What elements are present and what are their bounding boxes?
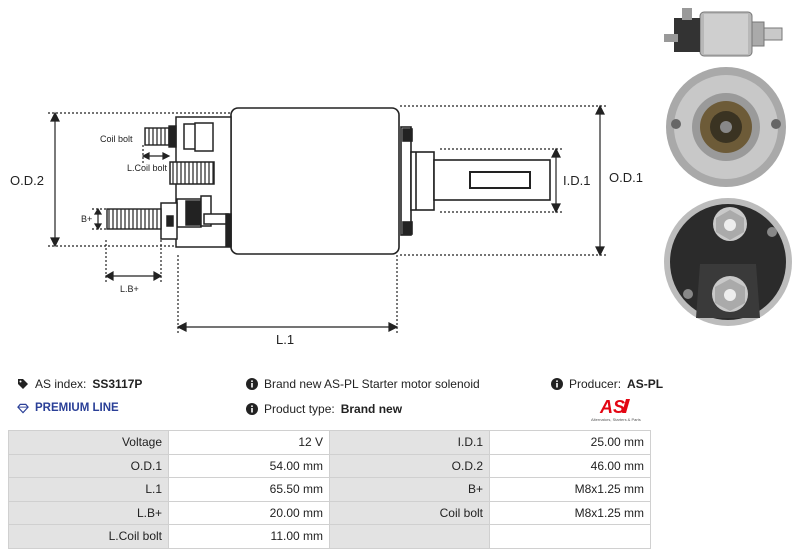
spec-label: I.D.1 [329, 430, 490, 455]
coil-bolt-label: Coil bolt [100, 134, 133, 144]
spec-label: O.D.1 [8, 453, 169, 478]
spec-value: 12 V [168, 430, 330, 455]
product-description: Brand new AS-PL Starter motor solenoid [246, 377, 480, 391]
spec-value [489, 524, 651, 549]
as-index-value: SS3117P [92, 377, 143, 391]
id1-label: I.D.1 [563, 173, 590, 188]
info-icon [551, 378, 563, 390]
dimension-arrows [50, 104, 605, 332]
spec-value: 65.50 mm [168, 477, 330, 502]
as-index-label: AS index: [35, 377, 87, 391]
tag-icon [17, 378, 29, 390]
lb-plus-label: L.B+ [120, 284, 139, 294]
premium-line: PREMIUM LINE [17, 402, 119, 414]
spec-label: Voltage [8, 430, 169, 455]
spec-label: L.1 [8, 477, 169, 502]
solenoid-body [230, 107, 551, 255]
logo-tagline: Alternators, Starters & Parts [591, 417, 641, 422]
technical-drawing: O.D.2 O.D.1 I.D.1 L.1 Coil bolt L.Coil b… [10, 104, 643, 347]
spec-value: 11.00 mm [168, 524, 330, 549]
spec-value: M8x1.25 mm [489, 477, 651, 502]
as-pl-logo: AS Alternators, Starters & Parts [591, 397, 641, 422]
product-type: Product type: Brand new [246, 402, 402, 416]
logo-text: AS [599, 397, 625, 417]
spec-label: B+ [329, 477, 490, 502]
spec-label [329, 524, 490, 549]
spec-label: L.Coil bolt [8, 524, 169, 549]
product-photo-front [666, 67, 786, 187]
description-text: Brand new AS-PL Starter motor solenoid [264, 377, 480, 391]
premium-line-label: PREMIUM LINE [35, 402, 119, 414]
spec-value: 25.00 mm [489, 430, 651, 455]
spec-value: 46.00 mm [489, 453, 651, 478]
product-photo-back [664, 198, 792, 326]
product-photo-side [664, 8, 783, 57]
l1-label: L.1 [276, 332, 294, 347]
producer-label: Producer: [569, 377, 622, 391]
od1-label: O.D.1 [609, 170, 643, 185]
info-icon [246, 403, 258, 415]
coil-bolt [144, 125, 177, 148]
terminal-cap [160, 116, 232, 248]
spec-value: 20.00 mm [168, 500, 330, 525]
producer: Producer: AS-PL [551, 377, 663, 391]
spec-value: M8x1.25 mm [489, 500, 651, 525]
product-type-label: Product type: [264, 402, 335, 416]
as-index: AS index: SS3117P [17, 377, 142, 391]
spec-label: L.B+ [8, 500, 169, 525]
info-icon [246, 378, 258, 390]
diamond-icon [17, 402, 29, 414]
product-type-value: Brand new [340, 402, 403, 416]
od2-label: O.D.2 [10, 173, 44, 188]
b-plus-bolt [106, 208, 162, 230]
b-plus-label: B+ [81, 214, 92, 224]
spec-value: 54.00 mm [168, 453, 330, 478]
spec-label: Coil bolt [329, 500, 490, 525]
l-coil-bolt-label: L.Coil bolt [127, 163, 168, 173]
producer-value: AS-PL [627, 377, 664, 391]
spec-label: O.D.2 [329, 453, 490, 478]
